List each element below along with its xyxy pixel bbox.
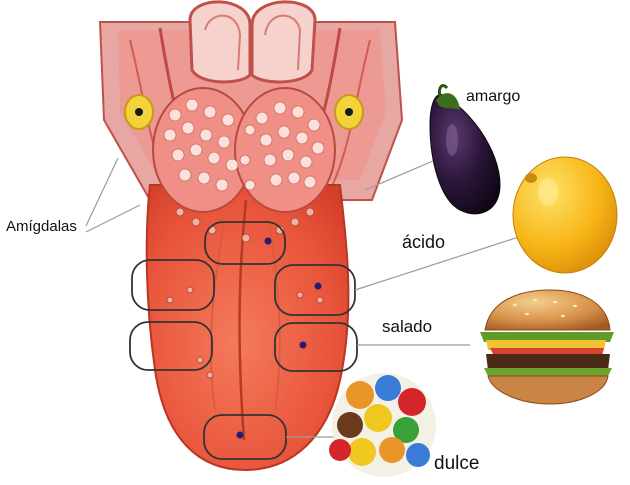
lemon-icon — [513, 157, 617, 273]
label-tonsils: Amígdalas — [6, 218, 77, 235]
label-bitter: amargo — [466, 88, 520, 106]
tongue — [147, 88, 349, 470]
label-sweet: dulce — [434, 453, 479, 475]
burger-icon — [480, 290, 614, 404]
candies-icon — [329, 373, 436, 477]
label-sour: ácido — [402, 232, 445, 253]
label-salty: salado — [382, 317, 432, 337]
